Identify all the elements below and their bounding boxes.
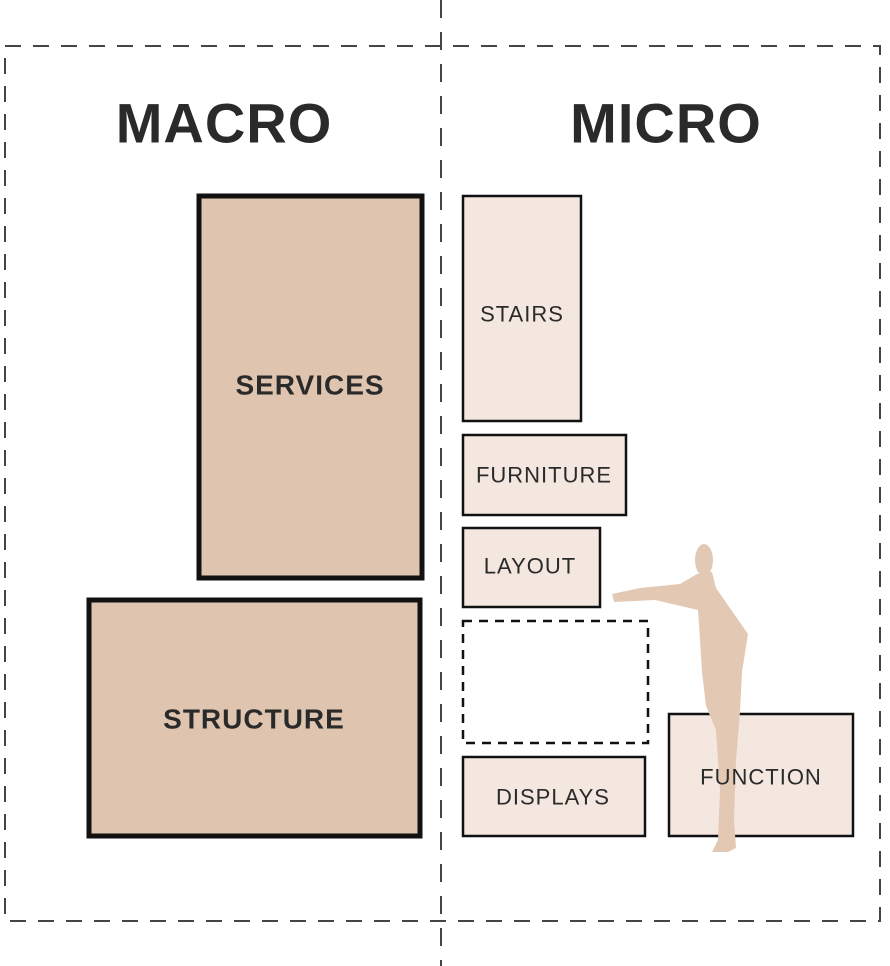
displays-label: DISPLAYS <box>496 785 610 810</box>
furniture-block <box>461 433 628 517</box>
structure-label: STRUCTURE <box>163 704 345 735</box>
services-block <box>196 193 425 581</box>
stairs-label: STAIRS <box>480 302 564 327</box>
macro-heading: MACRO <box>116 92 333 155</box>
furniture-label: FURNITURE <box>476 463 612 488</box>
empty-dashed-slot <box>461 619 650 745</box>
layout-block <box>461 526 602 609</box>
structure-block <box>86 597 423 839</box>
micro-heading: MICRO <box>570 92 762 155</box>
displays-block <box>461 755 647 838</box>
stairs-block <box>461 194 583 423</box>
standing-person-icon <box>612 544 748 852</box>
function-block <box>667 712 855 838</box>
outer-dashed-frame <box>4 45 881 922</box>
function-label: FUNCTION <box>700 765 822 790</box>
services-label: SERVICES <box>235 370 384 401</box>
layout-label: LAYOUT <box>484 554 576 579</box>
